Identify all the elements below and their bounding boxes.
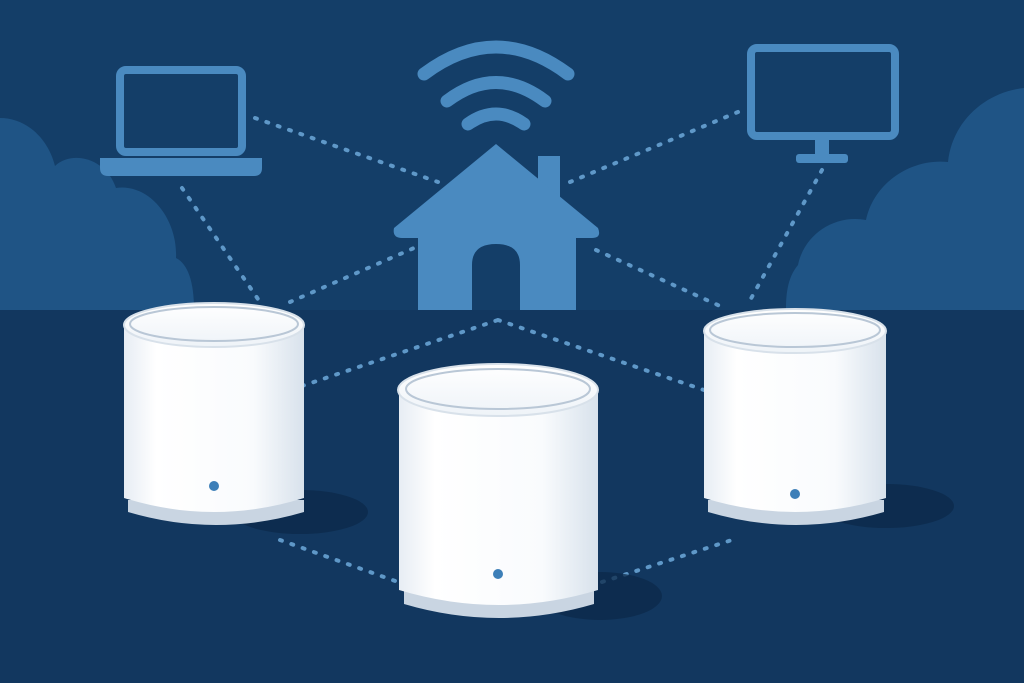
monitor-screen (747, 44, 899, 140)
router-body (704, 332, 886, 512)
wifi-arc-outer (417, 40, 575, 81)
router-top-ring (709, 312, 881, 348)
laptop-screen (116, 66, 246, 156)
monitor-icon (747, 44, 899, 163)
monitor-neck (815, 138, 829, 156)
status-led (493, 569, 503, 579)
mesh-router-center (397, 363, 662, 620)
mesh-router-left (123, 302, 368, 534)
home-roof-body (393, 144, 600, 310)
status-led (790, 489, 800, 499)
router-top (397, 363, 599, 417)
monitor-stand (796, 154, 848, 163)
laptop-base (100, 158, 262, 176)
cloud-left (0, 118, 194, 310)
connection-line (496, 318, 706, 392)
connection-line (300, 318, 500, 388)
connection-lines (180, 110, 824, 584)
router-top (123, 302, 305, 348)
router-top-ring (405, 368, 591, 410)
home-icon (393, 144, 600, 310)
router-body (399, 392, 598, 605)
connection-line (253, 116, 440, 184)
connection-line (746, 168, 824, 306)
cloud-right (786, 88, 1024, 310)
wifi-arc-inner (461, 107, 531, 131)
connection-line (180, 186, 262, 304)
router-top (703, 308, 887, 354)
wifi-arc-middle (440, 76, 552, 108)
router-body (124, 326, 304, 512)
connection-line (594, 248, 722, 308)
router-top-ring (129, 306, 299, 342)
wifi-icon (417, 40, 575, 131)
connection-line (288, 246, 416, 304)
status-led (209, 481, 219, 491)
connection-line (278, 538, 400, 584)
laptop-icon (100, 66, 262, 176)
mesh-router-right (703, 308, 954, 528)
